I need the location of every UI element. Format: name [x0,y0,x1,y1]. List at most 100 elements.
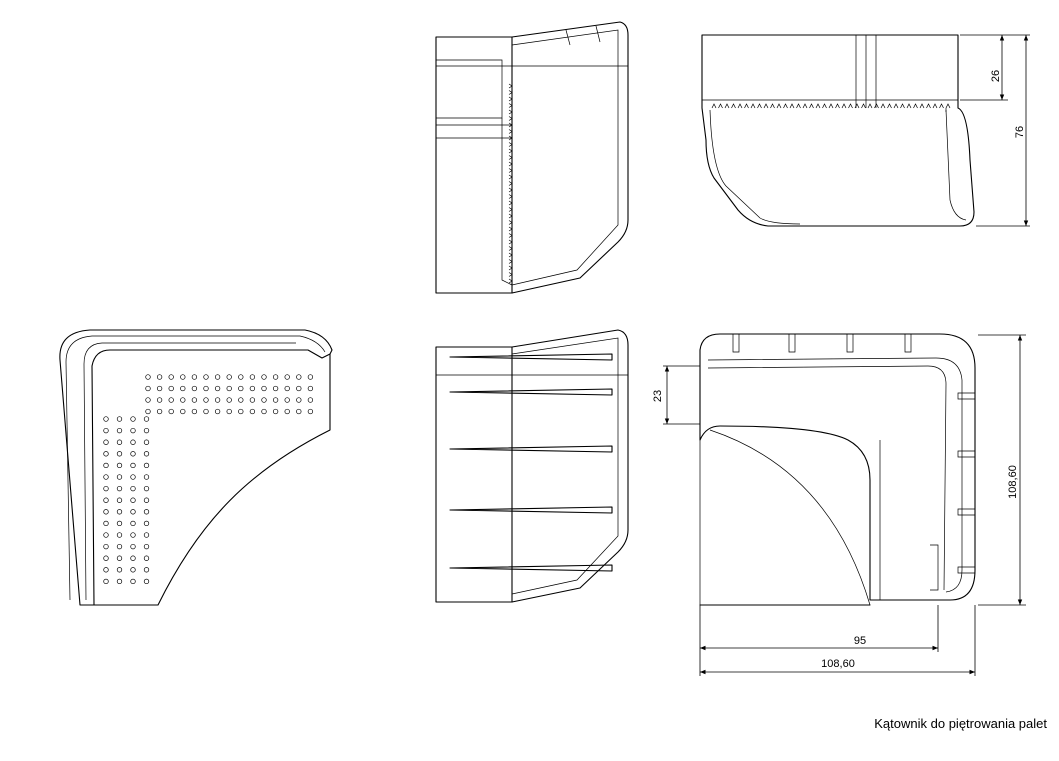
tooth [508,220,513,225]
hole [226,374,232,380]
side-view-top [435,21,629,294]
tooth-row [508,83,513,284]
hole [103,485,109,492]
tooth [508,135,513,141]
tooth [508,252,513,258]
hole [296,385,302,392]
tab [904,334,912,353]
tab [957,392,975,400]
hole [103,578,109,585]
tooth [508,155,513,160]
rib [449,388,613,396]
hole [168,408,174,415]
hole [116,416,123,422]
hole [143,520,150,527]
hole [261,397,267,403]
hole [214,397,221,403]
tooth [508,226,513,232]
tab [846,334,854,353]
tooth [900,103,905,109]
hole [103,416,109,422]
hole [143,543,150,550]
hole [130,578,136,585]
hole [143,439,150,445]
side-view-right: 26 76 [701,34,1030,227]
hole [130,509,136,515]
hole [214,385,221,392]
tooth [508,200,513,206]
drawing-caption: Kątownik do piętrowania palet [874,716,1047,731]
hole [296,397,302,403]
dimension-label-26: 26 [990,70,1002,82]
hole [296,374,302,380]
rib [449,353,613,361]
rib [449,564,613,572]
hole [116,485,123,492]
tooth [757,103,762,109]
hole [307,374,314,380]
hole [143,462,150,469]
tooth [508,161,513,167]
tooth [874,103,879,109]
hole [238,408,244,415]
hole [203,397,209,403]
tooth [880,103,886,109]
tooth [828,103,834,109]
tooth [789,103,795,109]
hole [145,374,151,380]
dimension-label-76: 76 [1014,126,1026,138]
hole [130,567,136,573]
hole [116,543,123,550]
hole [180,374,186,380]
rib-set [449,353,613,572]
hole [307,397,314,403]
hole-grid [103,374,314,585]
tooth [508,265,513,271]
hole [116,451,123,457]
hole [116,520,123,527]
hole [143,509,150,515]
hole [203,374,209,380]
hole [143,567,150,573]
hole [130,497,136,503]
hole [284,374,290,380]
hole [156,397,163,403]
tooth [861,103,866,109]
hole [103,451,109,457]
hole [272,408,279,415]
tooth [848,103,853,109]
dimension-label-overall-height: 108,60 [1007,465,1019,499]
hole [130,416,136,422]
hole [103,543,109,550]
hole [143,427,150,434]
tooth [508,96,513,102]
tooth [508,233,513,238]
hole [249,397,256,403]
tooth [945,103,951,109]
hole [226,397,232,403]
tooth [508,174,513,180]
tooth [737,103,743,109]
hole [272,397,279,403]
tooth [508,103,513,108]
hole [103,567,109,573]
tooth [508,83,513,89]
hole [116,439,123,445]
tooth [802,103,808,109]
tooth-row [711,103,951,109]
tooth [887,103,892,109]
hole [249,408,256,415]
rib [449,506,613,514]
tooth [508,116,513,121]
hole [156,374,163,380]
tooth [854,103,860,109]
hole [284,397,290,403]
tooth [711,103,717,109]
hole [143,555,150,561]
hole [226,408,232,415]
hole [143,451,150,457]
hole [203,385,209,392]
tooth [750,103,756,109]
tooth [508,272,513,277]
